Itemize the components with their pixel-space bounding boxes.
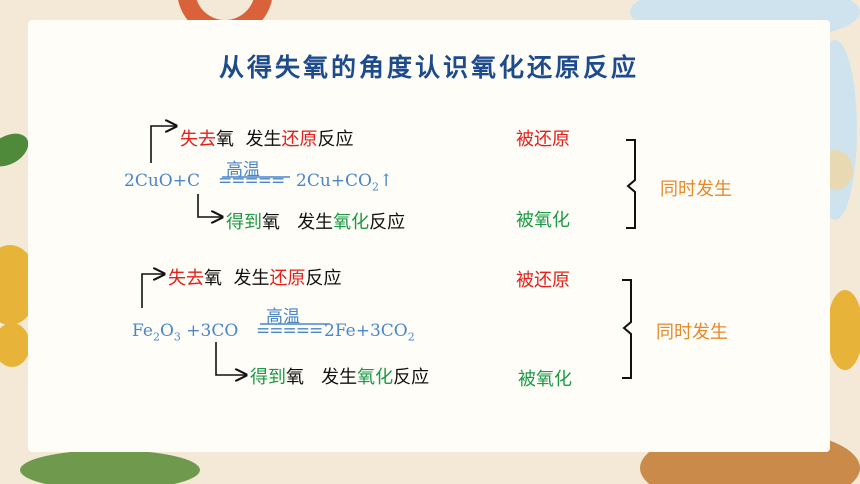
slide-title: 从得失氧的角度认识氧化还原反应 (218, 53, 639, 82)
happen-text: 发生 (245, 129, 282, 150)
reduction-text: 还原 (269, 268, 306, 289)
slide-card: 从得失氧的角度认识氧化还原反应 失去氧 发生还原反应 高温 2CuO+C ===… (28, 20, 830, 452)
oxidation-text: 氧化 (357, 367, 394, 388)
reaction-2-simultaneous: 同时发生 (656, 322, 728, 343)
reaction-text: 反应 (317, 129, 354, 150)
oxidation-text: 氧化 (333, 212, 370, 233)
reaction-2-products: 2Fe+3CO2 (324, 321, 415, 343)
reaction-1-top-label: 失去氧 发生还原反应 (180, 125, 353, 151)
gain-text: 得到 (226, 212, 262, 233)
reaction-1-products: 2Cu+CO2↑ (296, 171, 393, 193)
reaction-1-bottom-label: 得到氧 发生氧化反应 (226, 208, 405, 234)
gain-text: 得到 (250, 367, 286, 388)
product-subscript: 2 (407, 330, 415, 344)
gas-arrow: ↑ (378, 171, 394, 191)
oxygen-text: 氧 (286, 367, 304, 388)
reaction-2-condition: 高温 (266, 307, 300, 327)
brace-1 (626, 139, 636, 229)
product-subscript: 2 (371, 180, 379, 194)
oxygen-text: 氧 (216, 129, 234, 150)
reactant-text: +3CO (180, 321, 239, 341)
oxygen-text: 氧 (262, 212, 280, 233)
down-arrow-2 (215, 342, 246, 375)
oxygen-symbol: O (159, 321, 174, 341)
iron-text: Fe (132, 321, 153, 341)
product-text: 2Cu+CO (296, 171, 372, 191)
reaction-text: 反应 (393, 367, 430, 388)
happen-text: 发生 (233, 268, 270, 289)
reaction-2-equals: ===== (256, 321, 323, 341)
subscript: 3 (173, 330, 181, 344)
reaction-text: 反应 (369, 212, 406, 233)
up-arrow-2 (141, 274, 164, 308)
oxygen-text: 氧 (204, 268, 222, 289)
brace-2 (622, 279, 632, 379)
reaction-2-reduced: 被还原 (516, 270, 570, 291)
reaction-2-top-label: 失去氧 发生还原反应 (168, 264, 341, 290)
up-arrow-1 (150, 126, 176, 163)
reaction-1-simultaneous: 同时发生 (660, 179, 732, 200)
reaction-1-equals: ===== (218, 171, 285, 191)
subscript: 2 (152, 330, 160, 344)
reaction-1-reactants: 2CuO+C (124, 171, 200, 191)
lose-text: 失去 (180, 129, 216, 150)
reaction-2-bottom-label: 得到氧 发生氧化反应 (250, 363, 429, 389)
reduction-text: 还原 (281, 129, 318, 150)
reaction-1-reduced: 被还原 (516, 129, 570, 150)
reaction-2-reactants: Fe2O3 +3CO (132, 321, 238, 343)
happen-text: 发生 (321, 367, 358, 388)
reaction-1-oxidized: 被氧化 (516, 210, 570, 231)
lose-text: 失去 (168, 268, 204, 289)
reaction-text: 反应 (305, 268, 342, 289)
connector-lines (141, 20, 636, 452)
down-arrow-1 (197, 194, 222, 217)
happen-text: 发生 (297, 212, 334, 233)
product-text: 2Fe+3CO (324, 321, 408, 341)
reaction-1-condition: 高温 (226, 160, 260, 180)
reaction-2-oxidized: 被氧化 (518, 369, 572, 390)
